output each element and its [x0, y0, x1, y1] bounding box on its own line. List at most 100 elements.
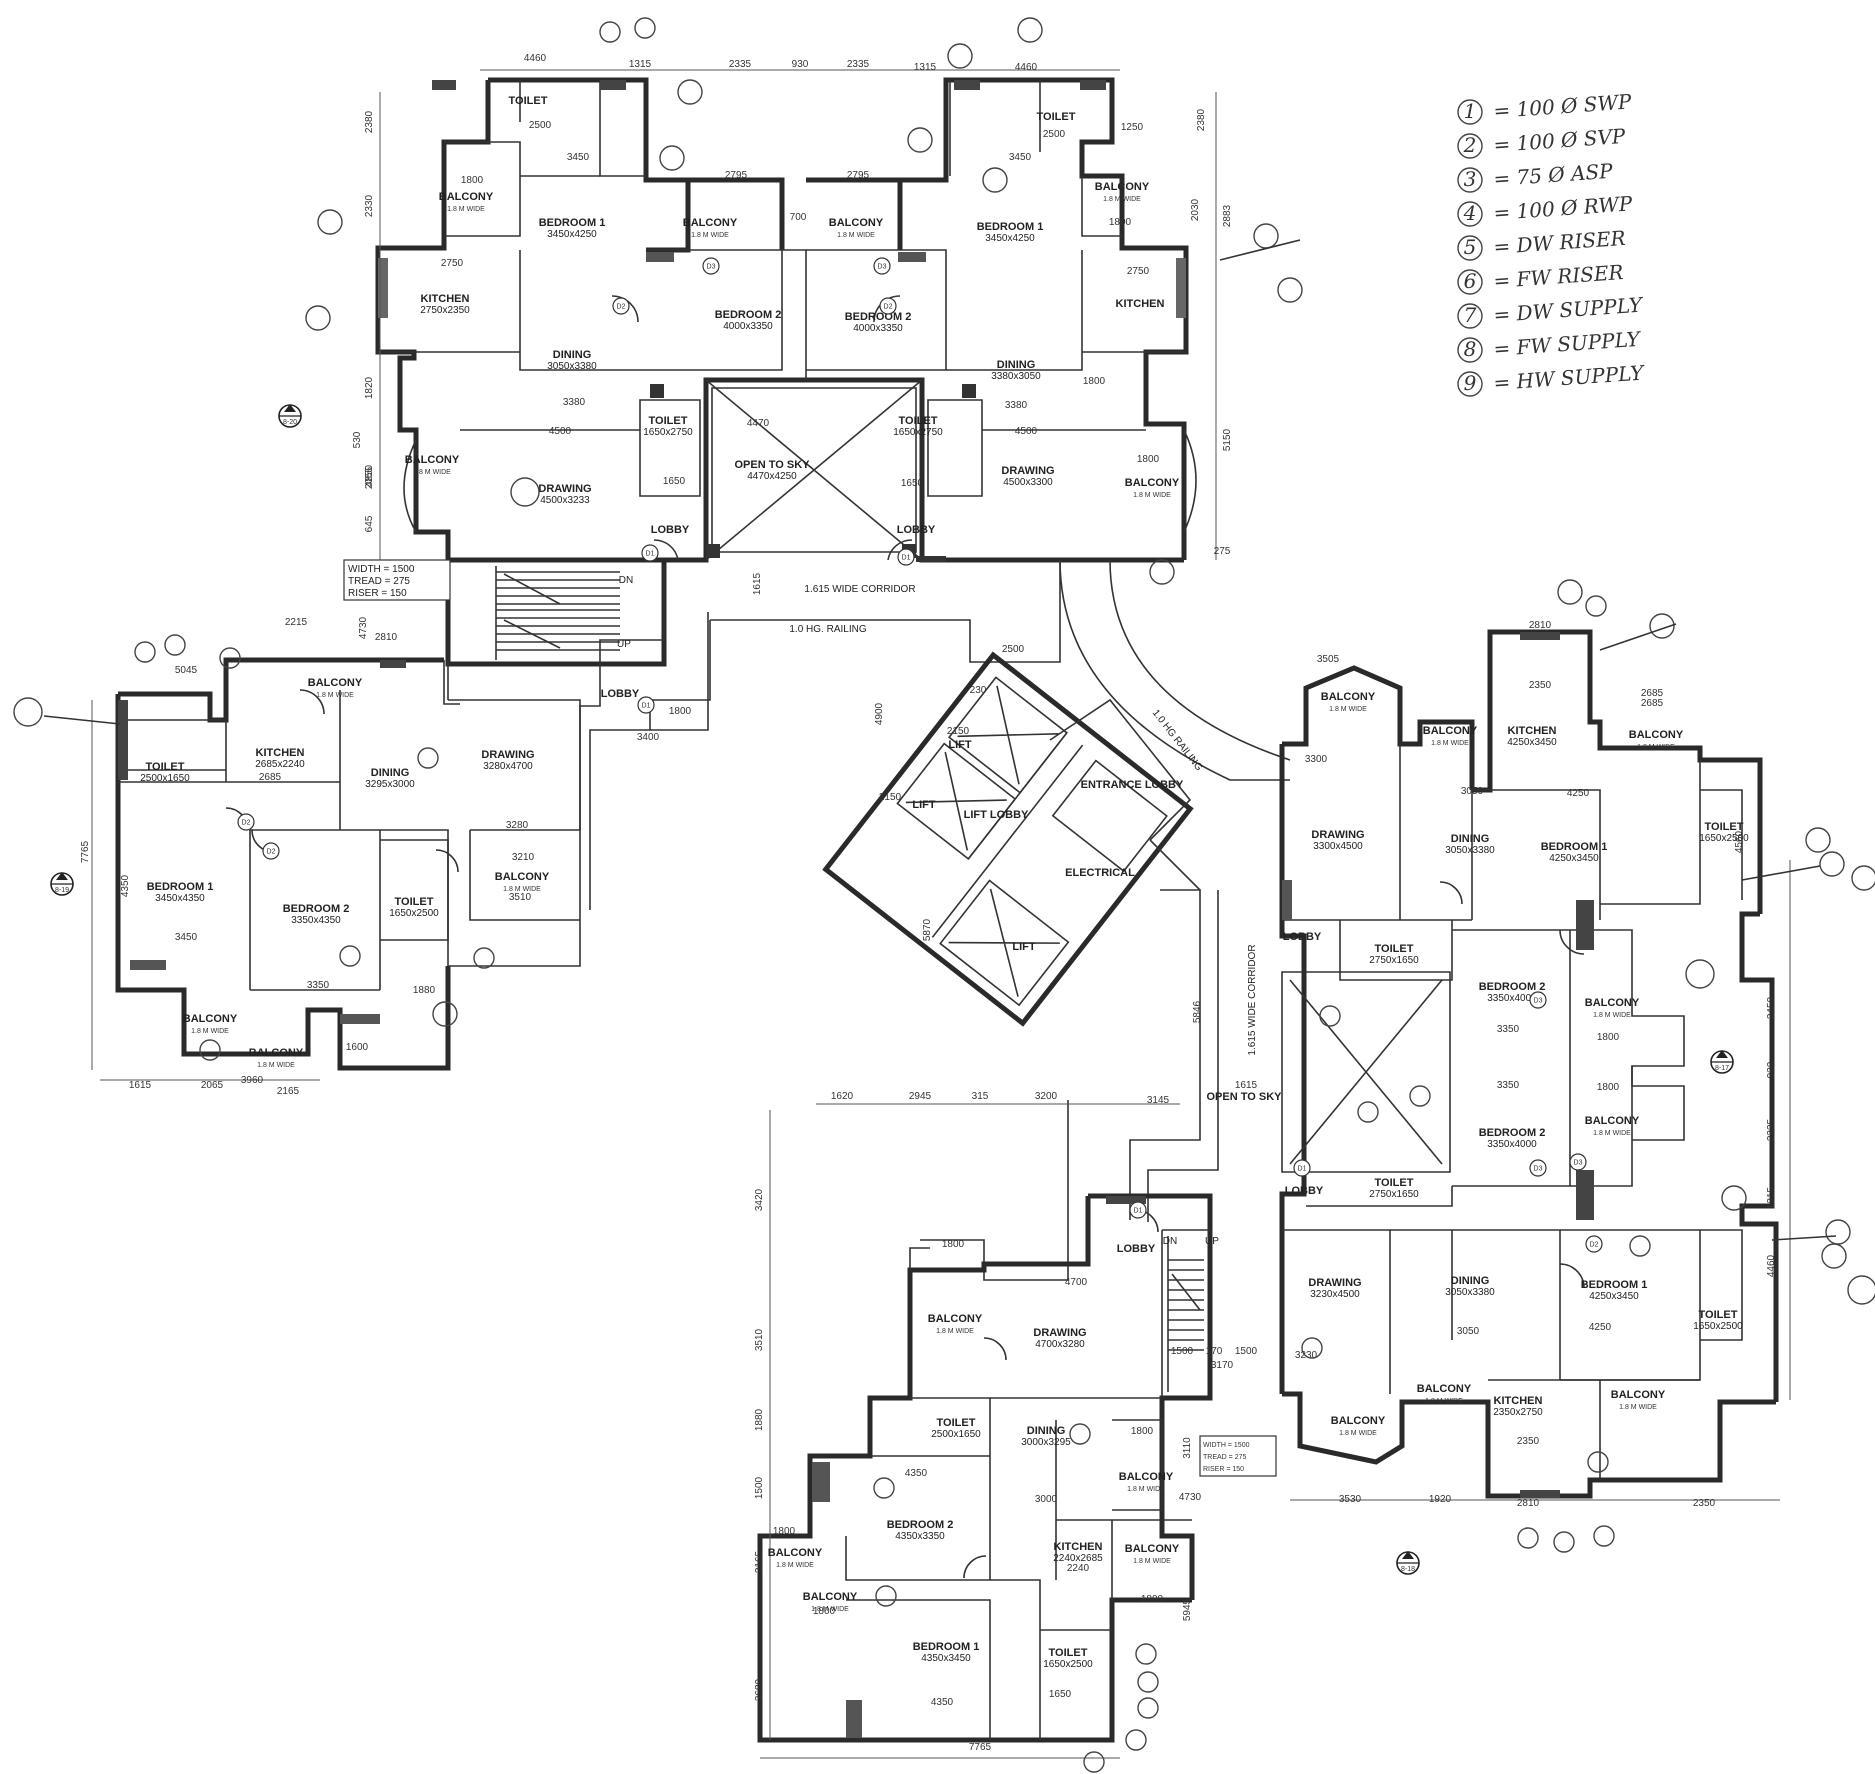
door-marker-label: D1	[902, 555, 911, 562]
dimension-label: 2350	[1529, 680, 1552, 691]
dimension-label: 2500	[1002, 644, 1025, 655]
dimension-label: 2150	[947, 726, 970, 737]
door-marker: D1	[897, 548, 915, 566]
dimension-label-vertical: 2165	[754, 1550, 765, 1573]
stair-note-1-riser: RISER = 150	[348, 588, 407, 599]
room-label: DRAWING	[538, 483, 591, 495]
room-label: BALCONY	[1585, 1115, 1640, 1127]
dimension-label: 3050	[1461, 786, 1484, 797]
dimension-label: 1800	[461, 175, 484, 186]
room-label: BALCONY	[1417, 1383, 1472, 1395]
room-size: 1.8 M WIDE	[191, 1028, 229, 1035]
plan-label: 1.615 WIDE CORRIDOR	[804, 584, 915, 595]
room-size: 1.8 M WIDE	[1593, 1130, 1631, 1137]
door-marker: D2	[879, 297, 897, 315]
door-marker: D1	[641, 544, 659, 562]
dimension-label-vertical: 4560	[1734, 830, 1745, 853]
room-size: 4700x3280	[1035, 1339, 1085, 1350]
pipe-callouts	[13, 17, 1875, 1773]
dimension-label-vertical: 2450	[1766, 996, 1777, 1019]
room-label: LIFT LOBBY	[964, 809, 1029, 821]
room-label: TOILET	[146, 761, 185, 773]
dimension-label: 700	[790, 212, 807, 223]
section-marker: 8-19	[50, 872, 74, 896]
plan-label: UP	[617, 639, 631, 650]
room-label: ELECTRICAL	[1065, 867, 1135, 879]
dimension-label-vertical: 7765	[80, 840, 91, 863]
legend-item: 7= DW SUPPLY	[1457, 293, 1645, 329]
room-label: DRAWING	[1311, 829, 1364, 841]
dimension-label: 1500	[1171, 1346, 1194, 1357]
dimension-label-vertical: 2330	[364, 194, 375, 217]
room-size: 4000x3350	[853, 323, 903, 334]
room-size: 3280x4700	[483, 761, 533, 772]
room-size: 1.8 M WIDE	[1431, 740, 1469, 747]
dimension-label-vertical: 2883	[1222, 204, 1233, 227]
dimension-label-vertical: 1820	[364, 376, 375, 399]
dimension-label-vertical: 2380	[1196, 108, 1207, 131]
dimension-label: 1650	[901, 478, 924, 489]
room-label: BALCONY	[768, 1547, 823, 1559]
dimension-label: 3000	[1035, 1494, 1058, 1505]
stair-note-1-tread: TREAD = 275	[348, 576, 410, 587]
dimension-label: 2750	[441, 258, 464, 269]
room-label: OPEN TO SKY	[1207, 1091, 1283, 1103]
room-size: 1.8 M WIDE	[316, 692, 354, 699]
room-label: TOILET	[1049, 1647, 1088, 1659]
room-size: 1.8 M WIDE	[1127, 1486, 1165, 1493]
dimension-label: 4460	[524, 53, 547, 64]
dimension-label-vertical: 3510	[754, 1328, 765, 1351]
plan-label: DN	[1163, 1236, 1177, 1247]
dimension-label: 3200	[1035, 1091, 1058, 1102]
room-size: 3450x4350	[155, 893, 205, 904]
dimension-label: 1800	[942, 1239, 965, 1250]
dimension-label: 2215	[285, 617, 308, 628]
dimension-label-vertical: 530	[352, 431, 363, 448]
room-size: 1.8 M WIDE	[811, 1606, 849, 1613]
room-label: BALCONY	[308, 677, 363, 689]
legend-number: 5	[1464, 235, 1477, 259]
section-marker: 8-18	[1396, 1551, 1420, 1575]
room-size: 1.8 M WIDE	[1593, 1012, 1631, 1019]
dimension-label: 3300	[1305, 754, 1328, 765]
door-marker-label: D2	[884, 304, 893, 311]
legend-item: 3= 75 Ø ASP	[1457, 159, 1614, 193]
dimension-label-vertical: 3110	[1182, 1437, 1193, 1459]
dimension-label: 2685	[1641, 688, 1664, 699]
room-label: BEDROOM 1	[147, 881, 214, 893]
room-label: BALCONY	[1585, 997, 1640, 1009]
door-marker-label: D3	[878, 264, 887, 271]
room-label: LOBBY	[1285, 1185, 1324, 1197]
room-label: BALCONY	[1125, 477, 1180, 489]
door-marker: D3	[702, 257, 720, 275]
dimension-label-vertical: 3680	[754, 1678, 765, 1701]
room-label: TOILET	[937, 1417, 976, 1429]
dimension-label: 2795	[725, 170, 748, 181]
room-label: LOBBY	[1117, 1243, 1156, 1255]
room-label: BEDROOM 1	[539, 217, 606, 229]
dimension-label: 1800	[1137, 454, 1160, 465]
wing-e-walls	[757, 1193, 1213, 1743]
room-label: LIFT	[912, 799, 935, 811]
dimension-label: 1800	[1141, 1594, 1164, 1605]
stair-note-1: WIDTH = 1500 TREAD = 275 RISER = 150	[343, 559, 451, 601]
plan-label: UP	[1205, 1236, 1219, 1247]
dimension-label: 4460	[1015, 62, 1038, 73]
dimension-label: 2685	[259, 772, 282, 783]
room-label: BEDROOM 1	[913, 1641, 980, 1653]
room-label: KITCHEN	[1054, 1541, 1103, 1553]
dimension-label: 1800	[1597, 1032, 1620, 1043]
room-size: 1.8 M WIDE	[503, 886, 541, 893]
room-label: TOILET	[1705, 821, 1744, 833]
section-marker: 8-20	[278, 404, 302, 428]
door-marker: D2	[237, 813, 255, 831]
dimension-label: 3170	[1211, 1360, 1234, 1371]
room-label: DINING	[1451, 1275, 1490, 1287]
dimension-label-vertical: 2380	[364, 110, 375, 133]
dimension-label: 230	[970, 685, 987, 696]
room-label: BALCONY	[1629, 729, 1684, 741]
dimension-label: 1920	[1429, 1494, 1452, 1505]
door-marker-label: D2	[1590, 1242, 1599, 1249]
